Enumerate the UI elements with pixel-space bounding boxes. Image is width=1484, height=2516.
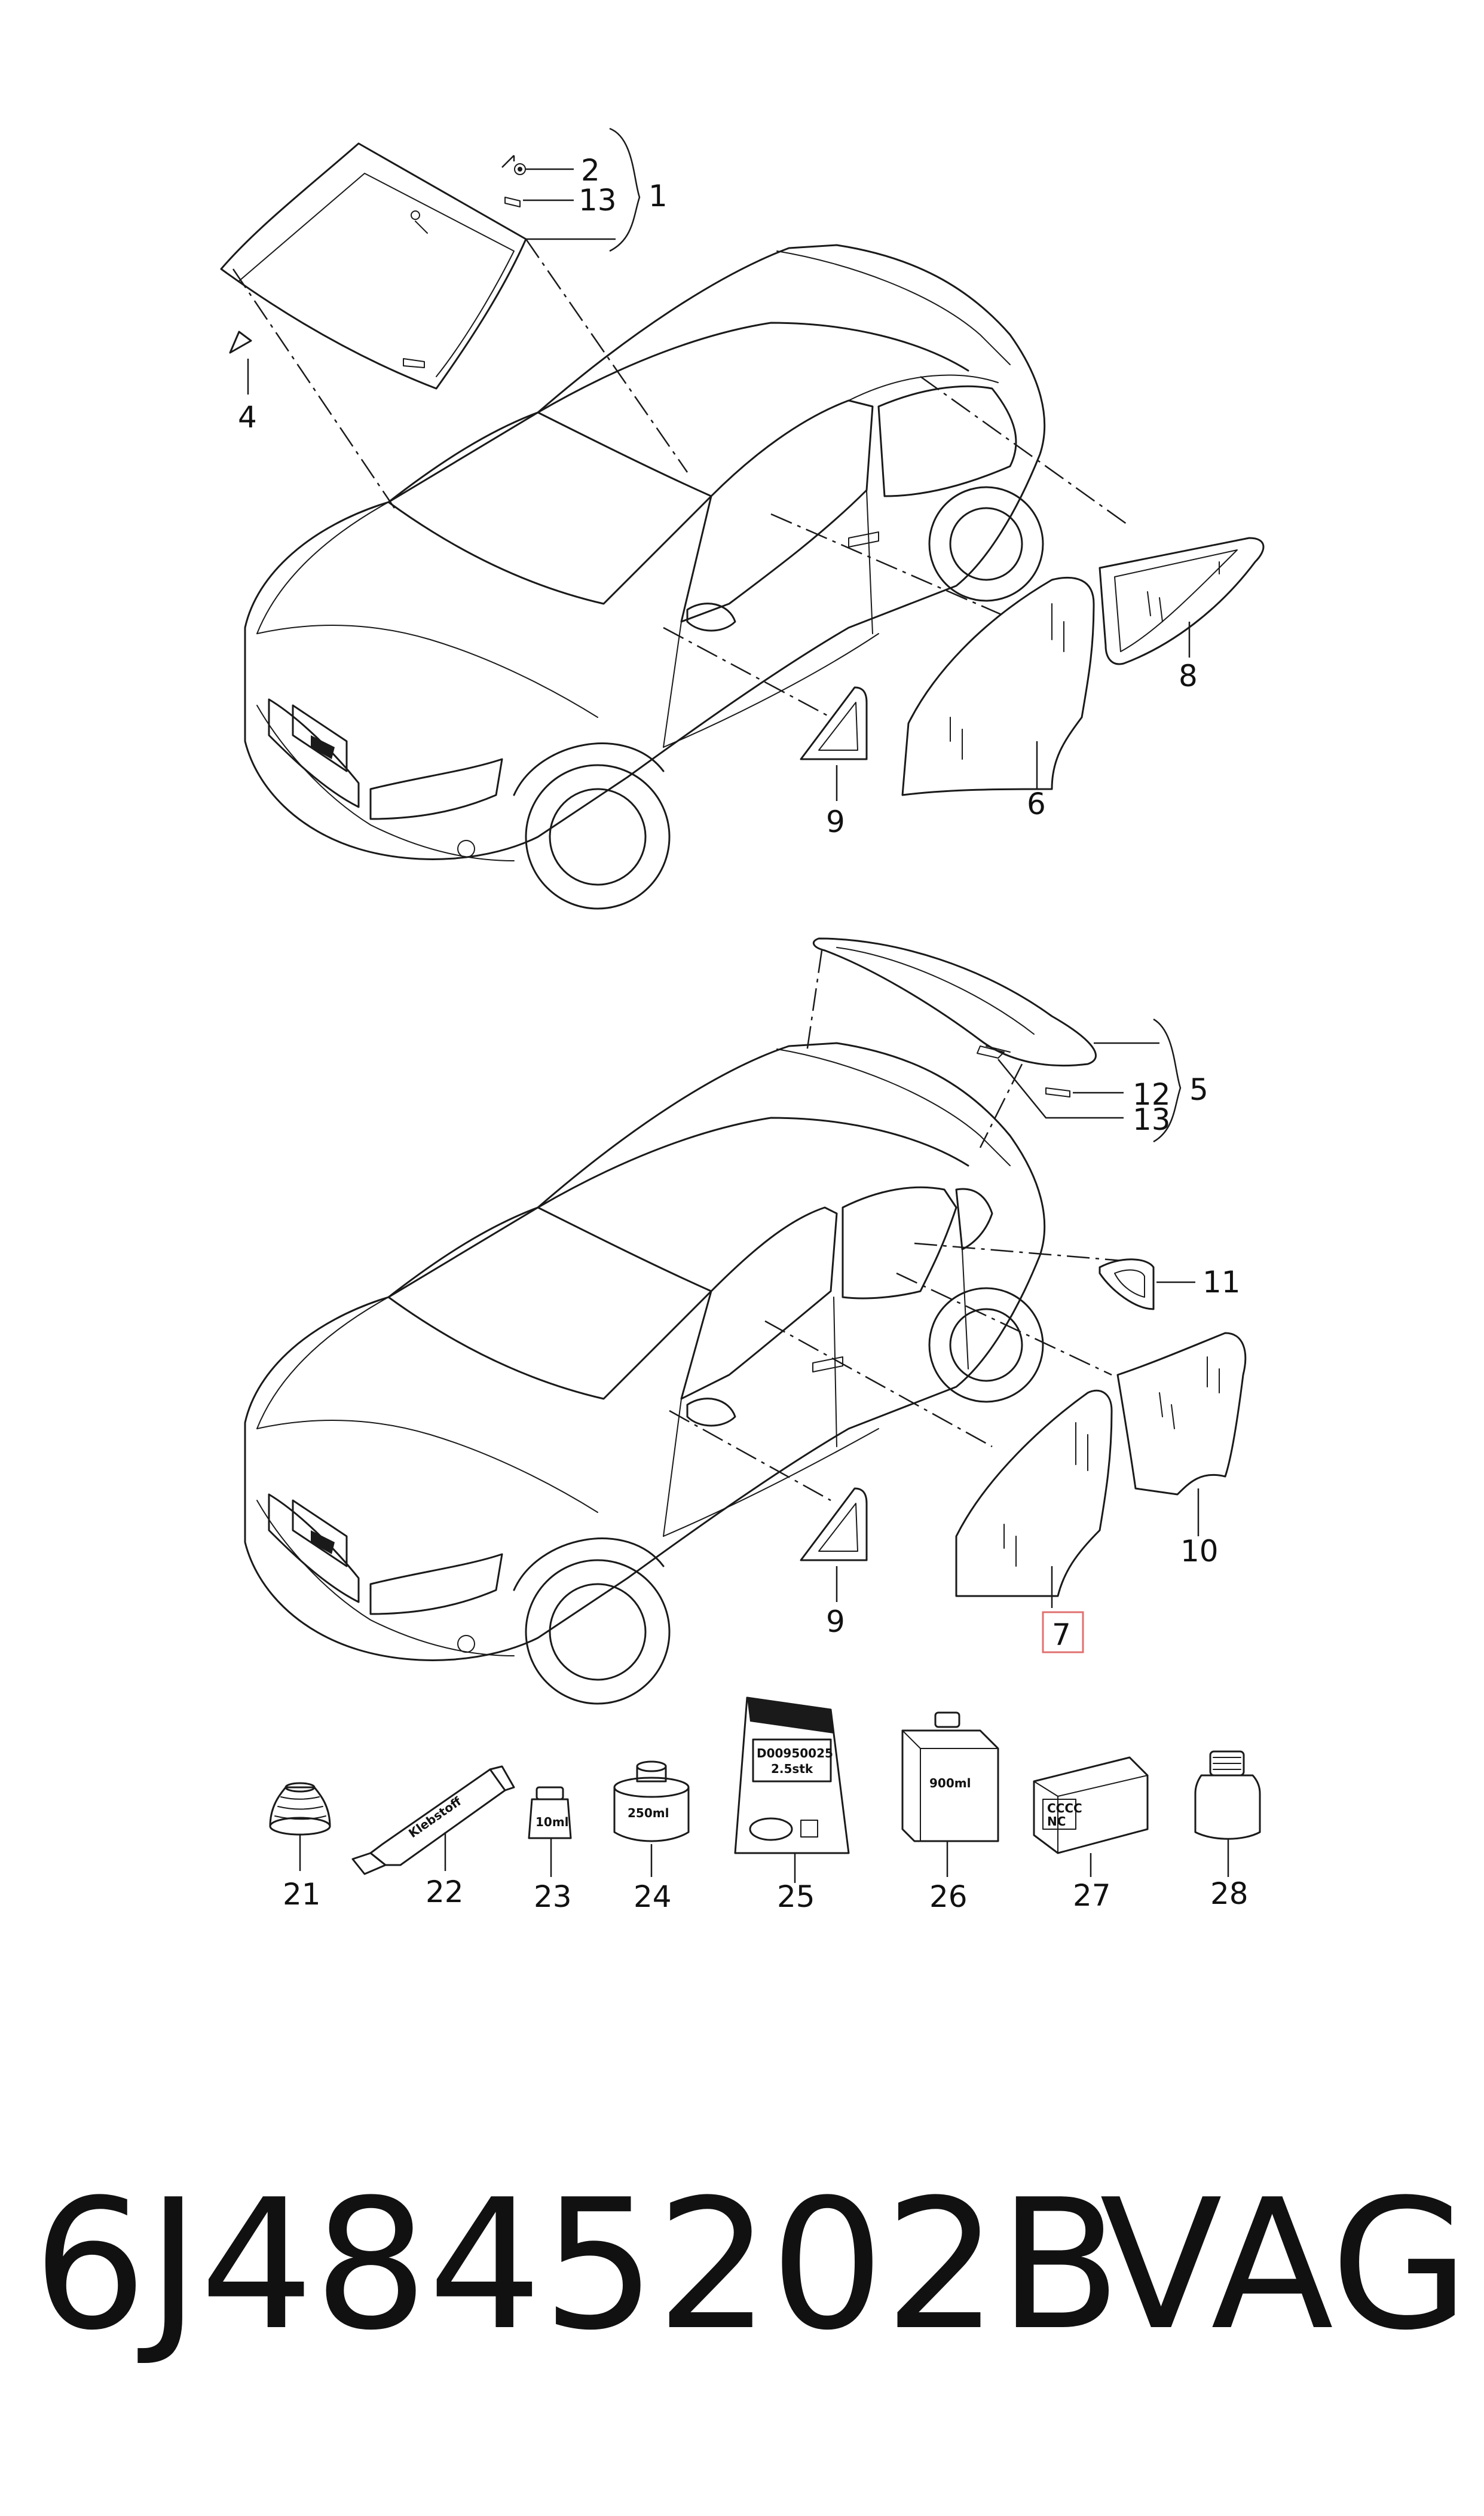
box-line2: NC	[1047, 1814, 1066, 1829]
door-glass-part-6	[901, 576, 1095, 796]
rear-window-part	[812, 937, 1097, 1067]
pouch-code: D00950025	[757, 1746, 833, 1760]
callout-28: 28	[1210, 1876, 1249, 1911]
callout-23: 23	[534, 1879, 572, 1914]
tube-label: Klebstoff	[406, 1794, 464, 1841]
callout-12: 12	[1133, 1077, 1171, 1112]
callout-6: 6	[1027, 787, 1046, 821]
callout-8: 8	[1179, 659, 1198, 693]
corner-glass-part-11	[1099, 1258, 1155, 1310]
callout-25: 25	[777, 1879, 815, 1914]
part-number: 6J4845202B	[33, 2161, 1122, 2370]
callout-4: 4	[238, 400, 257, 435]
part-22-tube: Klebstoff	[351, 1765, 515, 1875]
box-line1: CCCC	[1047, 1801, 1082, 1815]
part-4-shape	[229, 331, 252, 354]
callout-9-top: 9	[826, 805, 845, 839]
part-28-bottle	[1194, 1750, 1261, 1840]
callout-26: 26	[929, 1879, 968, 1914]
callout-1: 1	[648, 179, 668, 213]
bottle-10-label: 10ml	[536, 1815, 569, 1829]
brand-label: VAG	[1100, 2161, 1470, 2370]
pouch-qty: 2.5stk	[771, 1762, 813, 1776]
callout-24: 24	[634, 1879, 672, 1914]
part-25-pouch: D00950025 2.5stk	[734, 1696, 850, 1854]
top-car-illustration	[244, 244, 1046, 910]
callout-11: 11	[1203, 1265, 1241, 1300]
part-21-coil	[269, 1782, 331, 1836]
windshield-part	[220, 142, 527, 390]
highlight-box-7	[1042, 1611, 1084, 1653]
bottom-car-illustration	[244, 1042, 1046, 1705]
callout-7: 7	[1052, 1618, 1071, 1652]
callout-10: 10	[1180, 1534, 1219, 1569]
can-250-label: 250ml	[628, 1806, 669, 1820]
callout-13-top: 13	[579, 183, 617, 218]
front-door-glass-part-7	[955, 1389, 1113, 1597]
callout-22: 22	[426, 1875, 464, 1909]
part-27-box: CCCC NC	[1033, 1756, 1149, 1854]
callout-21: 21	[283, 1877, 321, 1912]
rear-quarter-glass-part	[1099, 537, 1265, 665]
corner-glass-part-9a	[800, 686, 868, 760]
callout-13-bottom: 13	[1133, 1102, 1171, 1137]
callout-9-bottom: 9	[826, 1604, 845, 1639]
part-23-bottle: 10ml	[528, 1786, 572, 1839]
part-26-jug: 900ml	[901, 1711, 999, 1842]
rear-door-glass-part-10	[1116, 1332, 1247, 1496]
jug-900-label: 900ml	[929, 1776, 971, 1790]
callout-27: 27	[1073, 1878, 1111, 1913]
callout-2: 2	[581, 153, 600, 188]
part-24-can: 250ml	[613, 1760, 690, 1842]
corner-glass-part-9b	[800, 1487, 868, 1561]
callout-5: 5	[1189, 1072, 1208, 1107]
